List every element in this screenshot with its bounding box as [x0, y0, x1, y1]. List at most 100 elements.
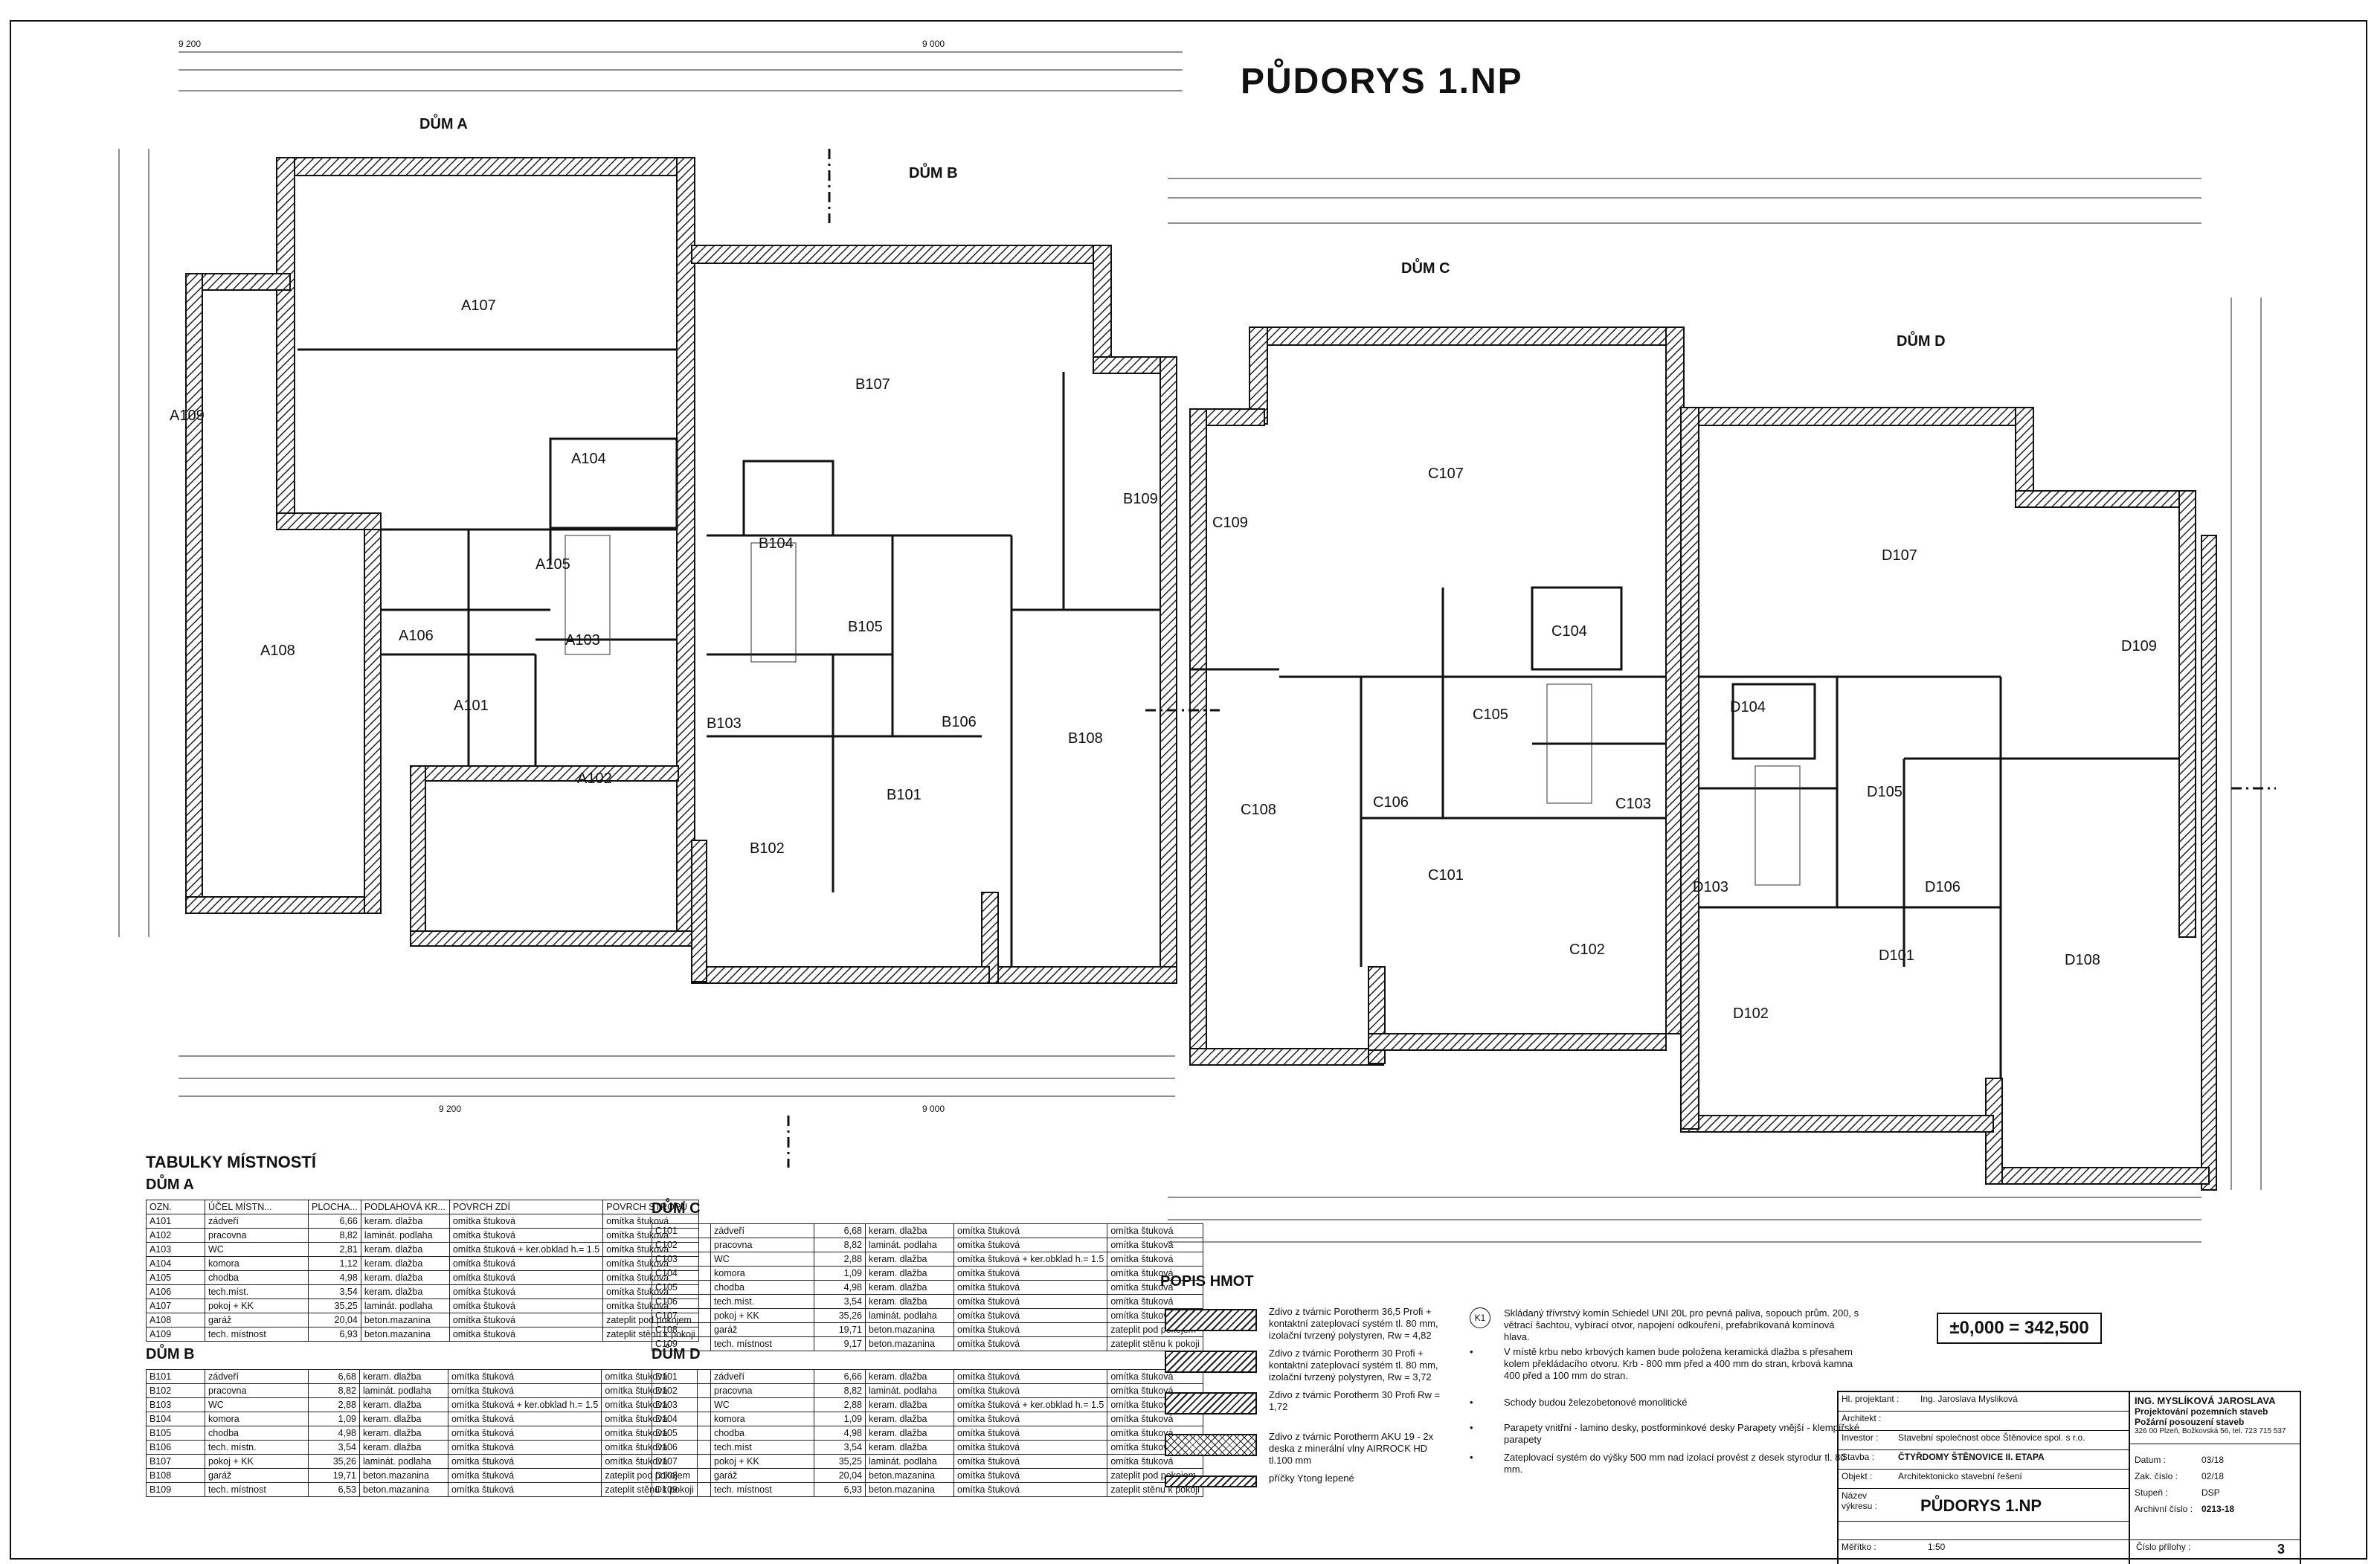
room-label-b103: B103 — [707, 715, 742, 732]
table-cell: omítka štuková — [953, 1322, 1108, 1337]
room-label-a106: A106 — [399, 628, 434, 644]
table-cell: omítka štuková — [953, 1369, 1108, 1384]
table-cell: omítka štuková — [448, 1270, 604, 1285]
table-cell: omítka štuková — [953, 1223, 1108, 1238]
table-cell: 2,88 — [308, 1397, 360, 1412]
table-cell: keram. dlažba — [359, 1369, 448, 1384]
table-cell: WC — [205, 1242, 309, 1257]
table-cell: omítka štuková + ker.obklad h.= 1.5 — [953, 1252, 1108, 1267]
table-cell: keram. dlažba — [360, 1284, 450, 1299]
bullet-icon: • — [1470, 1422, 1473, 1433]
table-cell: omítka štuková — [1107, 1294, 1203, 1309]
table-cell: keram. dlažba — [359, 1397, 448, 1412]
table-cell: omítka štuková — [448, 1298, 604, 1313]
table-cell: A104 — [146, 1256, 205, 1271]
table-cell: omítka štuková — [448, 1256, 604, 1271]
stamp-archiv-label: Archivní číslo : — [2135, 1504, 2193, 1514]
table-cell: C102 — [652, 1238, 711, 1252]
table-cell: laminát. podlaha — [865, 1308, 954, 1323]
table-cell: 4,98 — [308, 1426, 360, 1441]
table-cell: 8,82 — [814, 1383, 866, 1398]
table-cell: komora — [710, 1412, 814, 1426]
room-label-d103: D103 — [1693, 879, 1728, 895]
stamp-stupen: DSP — [2202, 1487, 2220, 1498]
table-cell: C104 — [652, 1266, 711, 1281]
table-cell: keram. dlažba — [865, 1397, 954, 1412]
table-cell: pracovna — [205, 1228, 309, 1243]
room-table-title: DŮM C — [652, 1200, 701, 1217]
table-cell: 3,54 — [308, 1440, 360, 1455]
house-c-partitions — [1190, 586, 1666, 967]
stamp-projektant-label: Hl. projektant : — [1842, 1394, 1900, 1404]
table-cell: omítka štuková — [953, 1266, 1108, 1281]
table-cell: keram. dlažba — [865, 1440, 954, 1455]
table-cell: omítka štuková — [447, 1383, 602, 1398]
stamp-objekt-label: Objekt : — [1842, 1471, 1873, 1481]
table-cell: B103 — [146, 1397, 205, 1412]
table-cell: laminát. podlaha — [865, 1238, 954, 1252]
table-cell: omítka štuková — [953, 1412, 1108, 1426]
house-d-walls — [1680, 407, 2217, 1191]
table-cell: beton.mazanina — [865, 1468, 954, 1483]
table-cell: A101 — [146, 1214, 205, 1229]
room-table-title: DŮM D — [652, 1346, 701, 1362]
room-label-a107: A107 — [461, 297, 496, 314]
table-cell: 35,26 — [814, 1308, 866, 1323]
room-label-b106: B106 — [942, 714, 977, 730]
house-a-walls — [185, 157, 695, 947]
room-table-title: DŮM B — [146, 1346, 195, 1362]
stamp-nazev-label: Název výkresu : — [1842, 1490, 1878, 1511]
table-cell: omítka štuková — [447, 1440, 602, 1455]
stamp-archiv: 0213-18 — [2202, 1504, 2235, 1514]
table-cell: garáž — [205, 1313, 309, 1328]
table-cell: 8,82 — [308, 1383, 360, 1398]
table-cell: D104 — [652, 1412, 711, 1426]
table-cell: tech.míst. — [205, 1284, 309, 1299]
table-cell: zádveří — [205, 1214, 309, 1229]
sheet-border — [10, 20, 2367, 1560]
table-cell: omítka štuková — [1107, 1412, 1203, 1426]
table-cell: tech. místn. — [205, 1440, 309, 1455]
table-cell: 35,26 — [308, 1454, 360, 1469]
legend-swatch — [1165, 1392, 1257, 1415]
table-cell: 6,68 — [308, 1369, 360, 1384]
table-cell: 8,82 — [814, 1238, 866, 1252]
table-cell: omítka štuková — [447, 1412, 602, 1426]
room-label-a101: A101 — [454, 698, 489, 714]
stamp-datum: 03/18 — [2202, 1455, 2225, 1465]
room-label-c101: C101 — [1428, 867, 1464, 884]
table-cell: keram. dlažba — [865, 1280, 954, 1295]
table-cell: pracovna — [710, 1238, 814, 1252]
table-cell: B102 — [146, 1383, 205, 1398]
table-cell: garáž — [205, 1468, 309, 1483]
table-cell: B104 — [146, 1412, 205, 1426]
table-cell: omítka štuková — [1107, 1252, 1203, 1267]
table-cell: omítka štuková — [953, 1383, 1108, 1398]
stamp-zak-label: Zak. číslo : — [2135, 1471, 2178, 1481]
legend-title-wrap: POPIS HMOT — [1160, 1273, 1254, 1296]
room-label-c103: C103 — [1615, 796, 1651, 812]
table-cell: keram. dlažba — [360, 1242, 450, 1257]
table-cell: pokoj + KK — [710, 1308, 814, 1323]
stamp-nazev: PŮDORYS 1.NP — [1920, 1496, 2042, 1515]
table-cell: chodba — [205, 1426, 309, 1441]
table-cell: C101 — [652, 1223, 711, 1238]
table-cell: D108 — [652, 1468, 711, 1483]
table-cell: A108 — [146, 1313, 205, 1328]
table-cell: C108 — [652, 1322, 711, 1337]
table-cell: keram. dlažba — [865, 1252, 954, 1267]
table-cell: D101 — [652, 1369, 711, 1384]
table-cell: keram. dlažba — [359, 1440, 448, 1455]
